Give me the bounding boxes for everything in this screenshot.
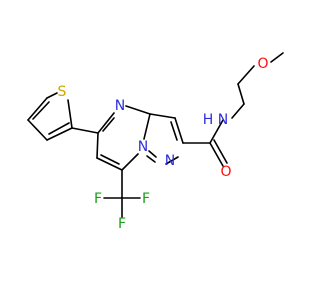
bond [170,121,178,141]
oxygen-atom-ether: O [257,56,268,72]
bond [100,154,120,165]
bond [48,122,70,135]
bond [46,92,58,99]
nitrogen-atom-amide: N [218,112,228,128]
sulfur-atom: S [58,84,67,100]
bond [149,113,176,119]
bond [102,117,115,132]
bond [165,156,179,165]
bond [237,83,245,105]
bond [27,119,48,141]
bond [125,105,151,115]
hydrogen-atom-amide: H [203,112,214,128]
bond [96,157,123,171]
bond [97,112,115,134]
bond [121,153,139,171]
bond [32,101,50,120]
bond [213,139,228,164]
bond [231,103,245,119]
fluorine-atom-bottom: F [118,216,126,232]
bond [96,132,99,159]
molecule-structure: S N N N N H O O F F F [27,52,284,232]
bond [146,155,156,163]
nitrogen-atom-pyrimidine: N [115,98,125,114]
bond [27,97,48,121]
bond [174,117,184,144]
bond [71,127,99,134]
bond [209,142,224,167]
bond [148,150,157,158]
bond [270,52,284,63]
fluorine-atom-right: F [142,191,150,207]
nitrogen-atom-bridgehead: N [138,139,148,155]
bonds [27,52,284,218]
bond [237,65,255,85]
bond [209,119,224,144]
bond [67,99,73,129]
bond [46,127,73,141]
nitrogen-atom-pyrazole: N [165,153,175,169]
oxygen-atom-carbonyl: O [220,164,231,180]
atom-labels: S N N N N H O O F F F [58,56,269,232]
fluorine-atom-left: F [94,191,102,207]
bond [143,113,151,140]
